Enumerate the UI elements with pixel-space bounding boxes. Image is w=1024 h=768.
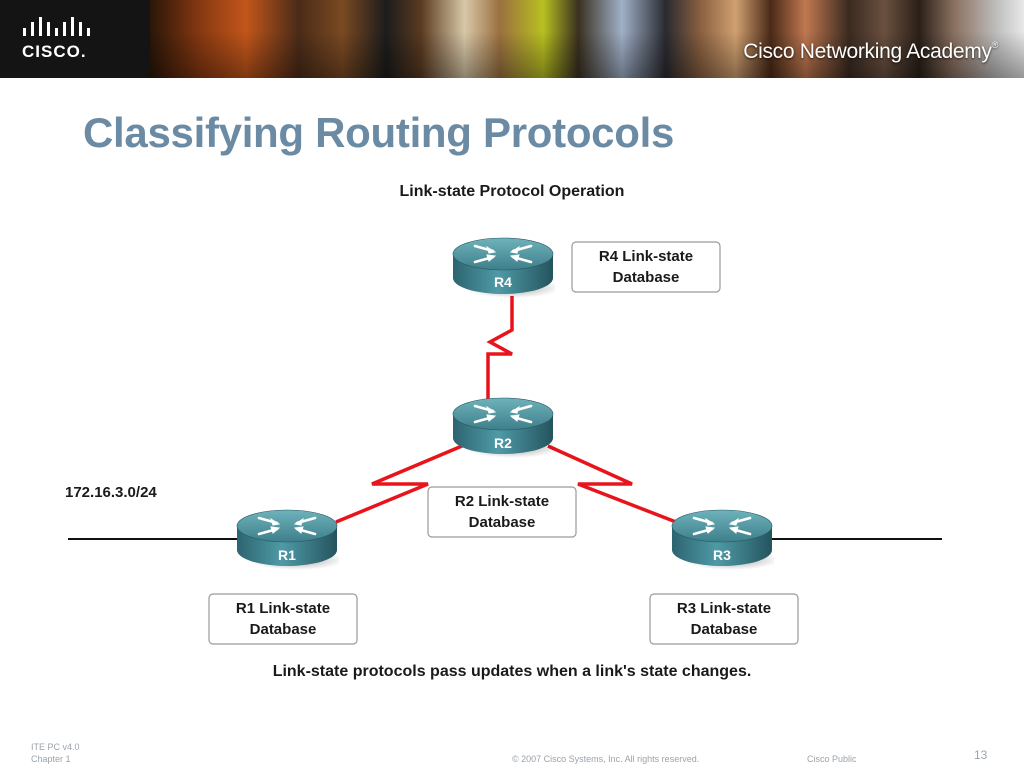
serial-link-r2-r1 xyxy=(335,444,463,524)
footer-course: ITE PC v4.0 xyxy=(31,742,80,752)
diagram-title: Link-state Protocol Operation xyxy=(400,183,625,200)
academy-logo: Cisco Networking Academy® xyxy=(743,40,998,64)
cisco-logo: CISCO. xyxy=(18,14,98,64)
academy-text: Cisco Networking Academy xyxy=(743,40,992,63)
router-r4-label: R4 xyxy=(494,274,512,290)
cisco-bars-icon xyxy=(23,17,90,36)
slide-title: Classifying Routing Protocols xyxy=(83,109,675,156)
router-r4: R4 xyxy=(451,236,555,298)
cisco-logo-text: CISCO. xyxy=(22,42,87,61)
banner-photo-strip xyxy=(150,0,1024,78)
serial-link-r4-r2 xyxy=(486,296,514,400)
footer-page-number: 13 xyxy=(974,748,988,762)
database-r1: R1 Link-state Database xyxy=(208,593,358,645)
router-r2-label: R2 xyxy=(494,435,512,451)
router-r3: R3 xyxy=(670,508,774,570)
database-r2: R2 Link-state Database xyxy=(427,486,577,538)
router-r1: R1 xyxy=(235,508,339,570)
footer-copyright: © 2007 Cisco Systems, Inc. All rights re… xyxy=(512,754,700,764)
database-r4-line1: R4 Link-state xyxy=(599,248,693,265)
serial-link-r2-r3 xyxy=(547,444,677,524)
footer-chapter: Chapter 1 xyxy=(31,754,71,764)
database-r3: R3 Link-state Database xyxy=(649,593,799,645)
footer-classification: Cisco Public xyxy=(807,754,857,764)
database-r2-line2: Database xyxy=(469,514,536,531)
banner-shade xyxy=(150,0,1024,78)
router-r3-label: R3 xyxy=(713,547,731,563)
database-r3-line1: R3 Link-state xyxy=(677,600,771,617)
header-banner: CISCO. Cisco Networking Academy® xyxy=(0,0,1024,78)
database-r4: R4 Link-state Database xyxy=(571,241,721,293)
database-r1-line1: R1 Link-state xyxy=(236,600,330,617)
registered-mark: ® xyxy=(991,40,999,50)
database-r3-line2: Database xyxy=(691,621,758,638)
database-r4-line2: Database xyxy=(613,269,680,286)
database-r2-line1: R2 Link-state xyxy=(455,493,549,510)
diagram-caption: Link-state protocols pass updates when a… xyxy=(273,663,752,680)
router-r2: R2 xyxy=(451,396,555,458)
router-r1-label: R1 xyxy=(278,547,296,563)
database-r1-line2: Database xyxy=(250,621,317,638)
network-label: 172.16.3.0/24 xyxy=(65,484,157,501)
